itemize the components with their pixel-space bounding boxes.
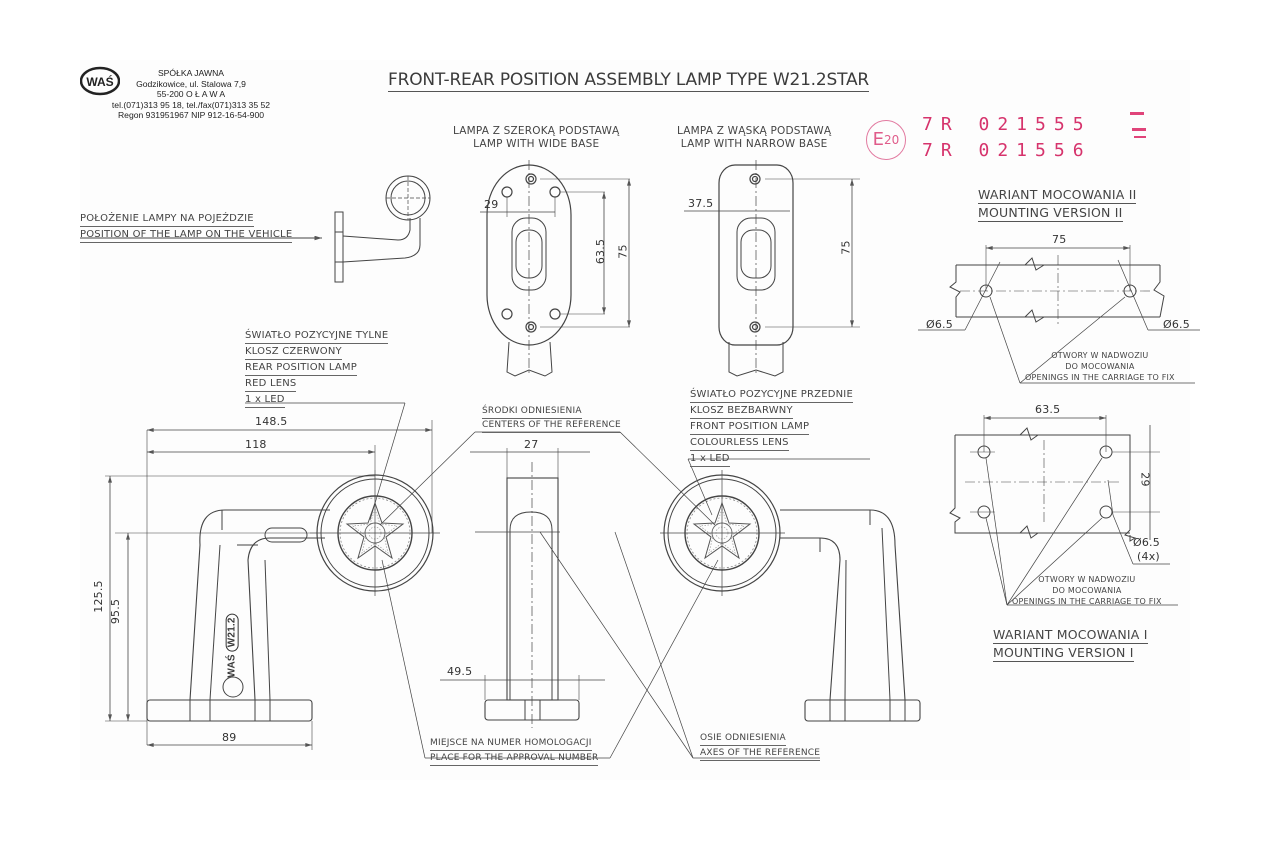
note-line: OTWORY W NADWOZIU bbox=[1051, 351, 1149, 360]
title-en: MOUNTING VERSION I bbox=[993, 645, 1134, 662]
caption-pl: LAMPA Z SZEROKĄ PODSTAWĄ bbox=[453, 125, 620, 137]
dim-mount-i-hole-count: (4x) bbox=[1137, 550, 1160, 563]
brand-mark: WAŚ bbox=[226, 654, 238, 678]
approval-code: 7R 021555 bbox=[922, 114, 1092, 135]
label-line: ŚRODKI ODNIESIENIA bbox=[482, 405, 582, 419]
title-pl: WARIANT MOCOWANIA II bbox=[978, 187, 1137, 204]
dim-mount-ii-hole-left: Ø6.5 bbox=[926, 318, 953, 331]
approval-codes: 7R 021555 7R 021556 bbox=[922, 112, 1092, 164]
dim-narrow-width: 37.5 bbox=[688, 197, 714, 210]
drawing-title: FRONT-REAR POSITION ASSEMBLY LAMP TYPE W… bbox=[388, 70, 870, 92]
note-line: DO MOCOWANIA bbox=[1052, 586, 1122, 595]
drawing-sheet bbox=[80, 60, 1190, 780]
company-line: Regon 931951967 NIP 912-16-54-900 bbox=[117, 110, 265, 120]
dim-mount-i-spacing-h: 63.5 bbox=[1035, 403, 1061, 416]
dim-mount-ii-spacing: 75 bbox=[1052, 233, 1067, 246]
dim-total-height: 125.5 bbox=[91, 580, 105, 613]
label-line: OSIE ODNIESIENIA bbox=[700, 731, 786, 746]
label-line: KLOSZ CZERWONY bbox=[245, 344, 342, 360]
mounting-i-title: WARIANT MOCOWANIA I MOUNTING VERSION I bbox=[993, 626, 1148, 662]
note-line: OPENINGS IN THE CARRIAGE TO FIX bbox=[1012, 597, 1162, 606]
company-info: SPÓŁKA JAWNA Godzikowice, ul. Stalowa 7,… bbox=[96, 68, 286, 121]
label-line: 1 x LED bbox=[690, 451, 730, 467]
label-line: FRONT POSITION LAMP bbox=[690, 419, 810, 435]
caption-en: LAMP WITH NARROW BASE bbox=[680, 138, 828, 150]
company-logo: WAŚ bbox=[80, 66, 120, 96]
model-mark: W21.2 bbox=[225, 613, 239, 652]
dim-arm-length: 118 bbox=[245, 438, 267, 451]
title-en: MOUNTING VERSION II bbox=[978, 205, 1123, 222]
vehicle-position-label: POŁOŻENIE LAMPY NA POJEŹDZIE POSITION OF… bbox=[80, 211, 293, 243]
note-line: DO MOCOWANIA bbox=[1065, 362, 1135, 371]
dim-front-base: 49.5 bbox=[447, 665, 473, 678]
title-pl: WARIANT MOCOWANIA I bbox=[993, 627, 1148, 644]
dim-wide-inner: 63.5 bbox=[594, 238, 608, 265]
dim-mount-ii-hole-right: Ø6.5 bbox=[1163, 318, 1190, 331]
label-en: POSITION OF THE LAMP ON THE VEHICLE bbox=[80, 227, 293, 243]
caption-pl: LAMPA Z WĄSKĄ PODSTAWĄ bbox=[677, 125, 832, 137]
e-mark-number: 20 bbox=[884, 133, 900, 147]
reference-axes-label: OSIE ODNIESIENIA AXES OF THE REFERENCE bbox=[700, 731, 821, 761]
company-line: 55-200 O Ł A W A bbox=[156, 89, 226, 99]
dim-wide-width: 29 bbox=[484, 198, 499, 211]
dim-front-width: 27 bbox=[524, 438, 539, 451]
e-approval-mark: E20 bbox=[866, 120, 906, 160]
note-line: OTWORY W NADWOZIU bbox=[1038, 575, 1136, 584]
label-line: ŚWIATŁO POZYCYJNE TYLNE bbox=[245, 328, 389, 344]
note-line: OPENINGS IN THE CARRIAGE TO FIX bbox=[1025, 373, 1175, 382]
dim-mount-i-hole: Ø6.5 bbox=[1133, 536, 1160, 549]
front-lamp-label: ŚWIATŁO POZYCYJNE PRZEDNIE KLOSZ BEZBARW… bbox=[690, 387, 853, 467]
rear-lamp-label: ŚWIATŁO POZYCYJNE TYLNE KLOSZ CZERWONY R… bbox=[245, 328, 389, 408]
label-line: 1 x LED bbox=[245, 392, 285, 408]
label-line: REAR POSITION LAMP bbox=[245, 360, 357, 376]
reference-centers-label: ŚRODKI ODNIESIENIA CENTERS OF THE REFERE… bbox=[482, 405, 621, 433]
dim-mount-i-spacing-v: 29 bbox=[1138, 472, 1152, 487]
label-line: ŚWIATŁO POZYCYJNE PRZEDNIE bbox=[690, 387, 853, 403]
dim-narrow-height: 75 bbox=[839, 240, 853, 255]
company-line: Godzikowice, ul. Stalowa 7,9 bbox=[136, 78, 246, 89]
body-marking: WAŚ W21.2 bbox=[225, 613, 239, 678]
mount-i-note: OTWORY W NADWOZIU DO MOCOWANIA OPENINGS … bbox=[1012, 574, 1162, 607]
label-line: CENTERS OF THE REFERENCE bbox=[482, 419, 621, 433]
label-pl: POŁOŻENIE LAMPY NA POJEŹDZIE bbox=[80, 211, 254, 227]
approval-code: 7R 021556 bbox=[922, 140, 1092, 161]
mount-ii-note: OTWORY W NADWOZIU DO MOCOWANIA OPENINGS … bbox=[1025, 350, 1175, 383]
logo-text: WAŚ bbox=[86, 74, 113, 89]
label-line: KLOSZ BEZBARWNY bbox=[690, 403, 793, 419]
wide-base-caption: LAMPA Z SZEROKĄ PODSTAWĄ LAMP WITH WIDE … bbox=[453, 125, 619, 151]
label-line: MIEJSCE NA NUMER HOMOLOGACJI bbox=[430, 736, 592, 751]
caption-en: LAMP WITH WIDE BASE bbox=[473, 138, 600, 150]
dim-wide-outer: 75 bbox=[616, 244, 630, 259]
approval-place-label: MIEJSCE NA NUMER HOMOLOGACJI PLACE FOR T… bbox=[430, 736, 599, 766]
label-line: COLOURLESS LENS bbox=[690, 435, 789, 451]
company-line: tel.(071)313 95 18, tel./fax(071)313 35 … bbox=[111, 99, 271, 110]
dim-axis-height: 95.5 bbox=[109, 598, 123, 625]
label-line: RED LENS bbox=[245, 376, 297, 392]
label-line: PLACE FOR THE APPROVAL NUMBER bbox=[430, 751, 599, 766]
e-mark-letter: E bbox=[872, 129, 885, 150]
dim-base-length: 89 bbox=[222, 731, 237, 744]
label-line: AXES OF THE REFERENCE bbox=[700, 746, 821, 761]
company-line: SPÓŁKA JAWNA bbox=[157, 68, 225, 78]
dim-overall-length: 148.5 bbox=[255, 415, 288, 428]
mounting-ii-title: WARIANT MOCOWANIA II MOUNTING VERSION II bbox=[978, 186, 1137, 222]
narrow-base-caption: LAMPA Z WĄSKĄ PODSTAWĄ LAMP WITH NARROW … bbox=[677, 125, 831, 151]
